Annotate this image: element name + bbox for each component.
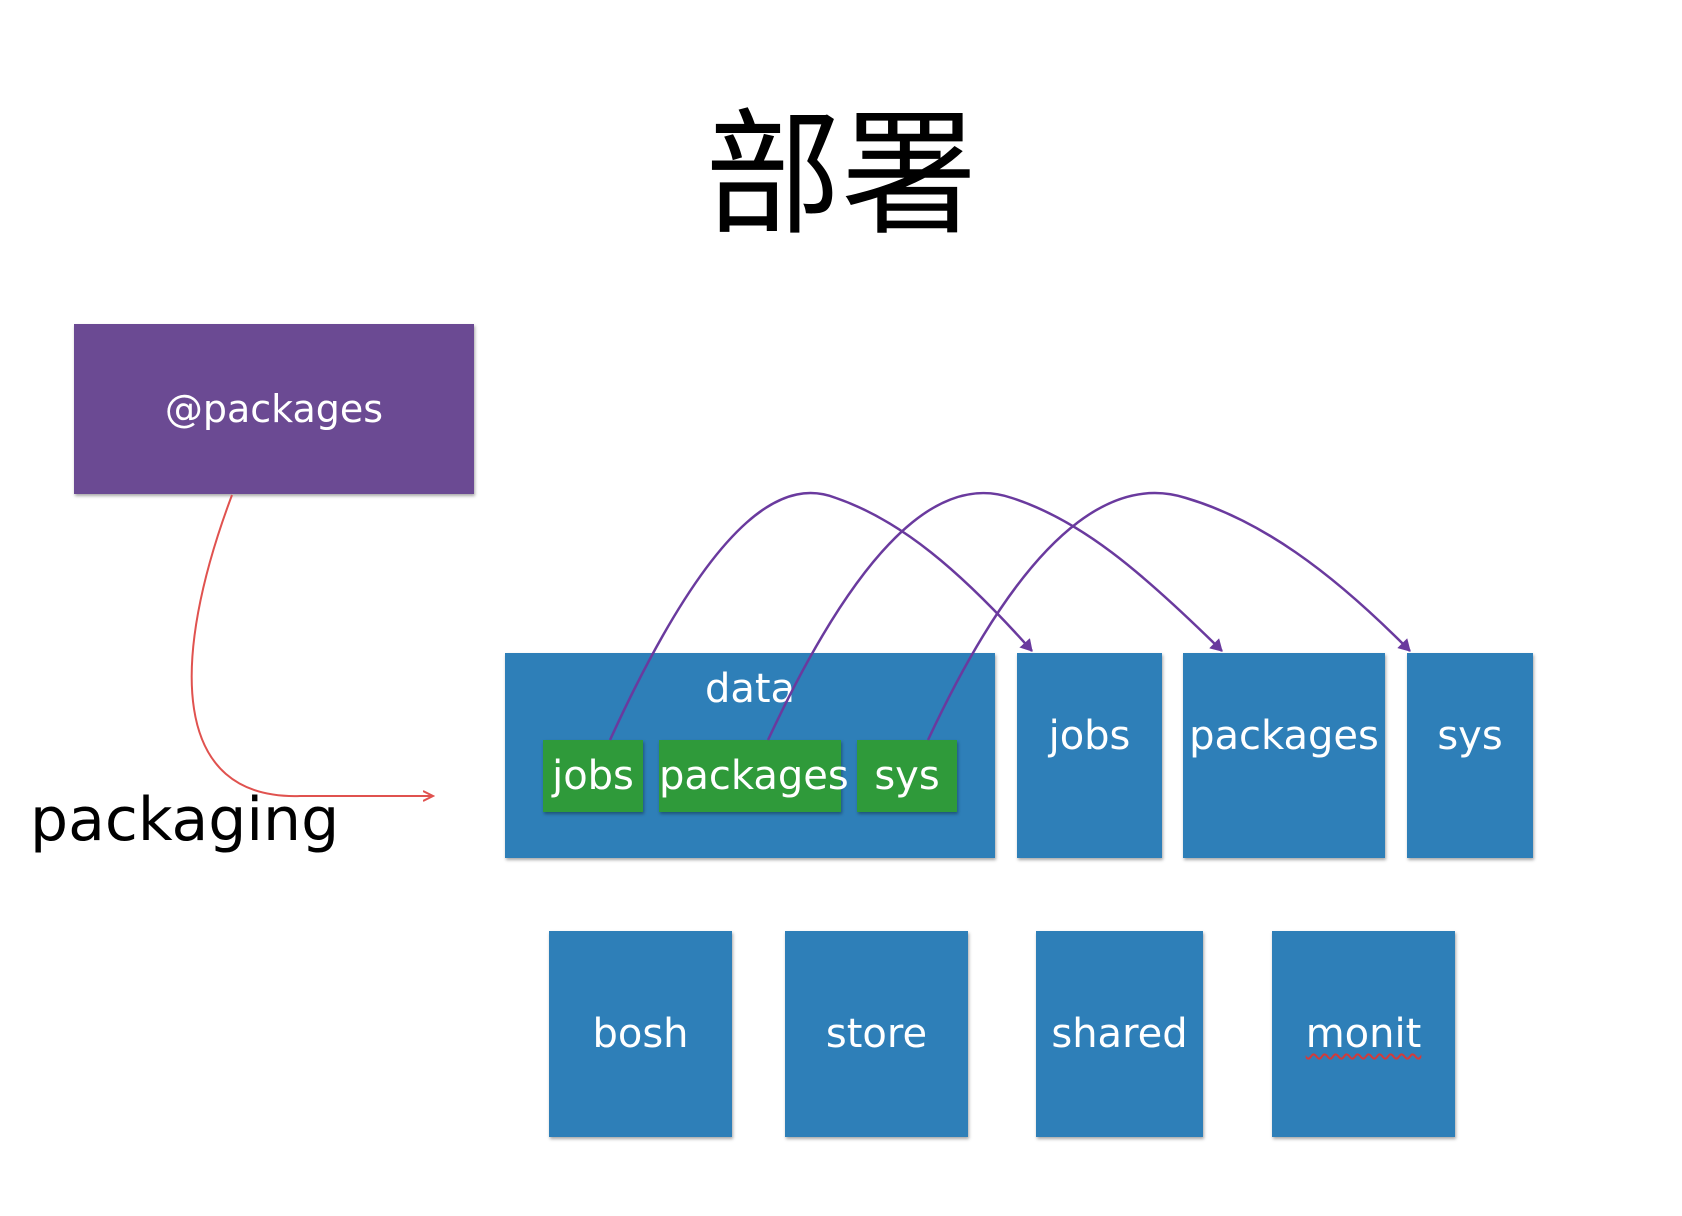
- target-box-jobs: jobs: [1017, 653, 1162, 858]
- packaging-arrow: [190, 494, 433, 796]
- data-child-jobs-label: jobs: [552, 753, 634, 799]
- target-box-packages: packages: [1183, 653, 1385, 858]
- packages-source-label: @packages: [164, 387, 384, 431]
- data-child-packages-label: packages: [659, 753, 849, 799]
- data-box-label: data: [704, 666, 796, 712]
- bottom-box-store-label: store: [825, 1011, 928, 1057]
- page-title: 部署: [705, 97, 977, 255]
- arrow-packages: [766, 491, 1223, 741]
- bottom-box-store: store: [785, 931, 968, 1137]
- packaging-label: packaging: [30, 785, 340, 855]
- arrow-sys: [926, 491, 1411, 741]
- monit-text: monit: [1305, 1011, 1422, 1057]
- bottom-box-bosh-label: bosh: [592, 1011, 689, 1057]
- bottom-box-shared-label: shared: [1051, 1011, 1188, 1057]
- data-child-jobs: jobs: [543, 740, 643, 812]
- target-box-sys: sys: [1407, 653, 1533, 858]
- bottom-box-monit-label: monit: [1272, 1014, 1455, 1054]
- packages-source-box: @packages: [74, 324, 474, 494]
- bottom-box-bosh: bosh: [549, 931, 732, 1137]
- data-child-sys: sys: [857, 740, 957, 812]
- target-box-packages-label: packages: [1189, 712, 1379, 759]
- data-child-packages: packages: [659, 740, 849, 812]
- bottom-box-monit: monit: [1272, 931, 1455, 1137]
- target-box-sys-label: sys: [1437, 712, 1503, 759]
- data-child-sys-label: sys: [874, 753, 940, 799]
- arrow-jobs: [608, 491, 1033, 741]
- bottom-box-shared: shared: [1036, 931, 1203, 1137]
- target-box-jobs-label: jobs: [1048, 712, 1131, 759]
